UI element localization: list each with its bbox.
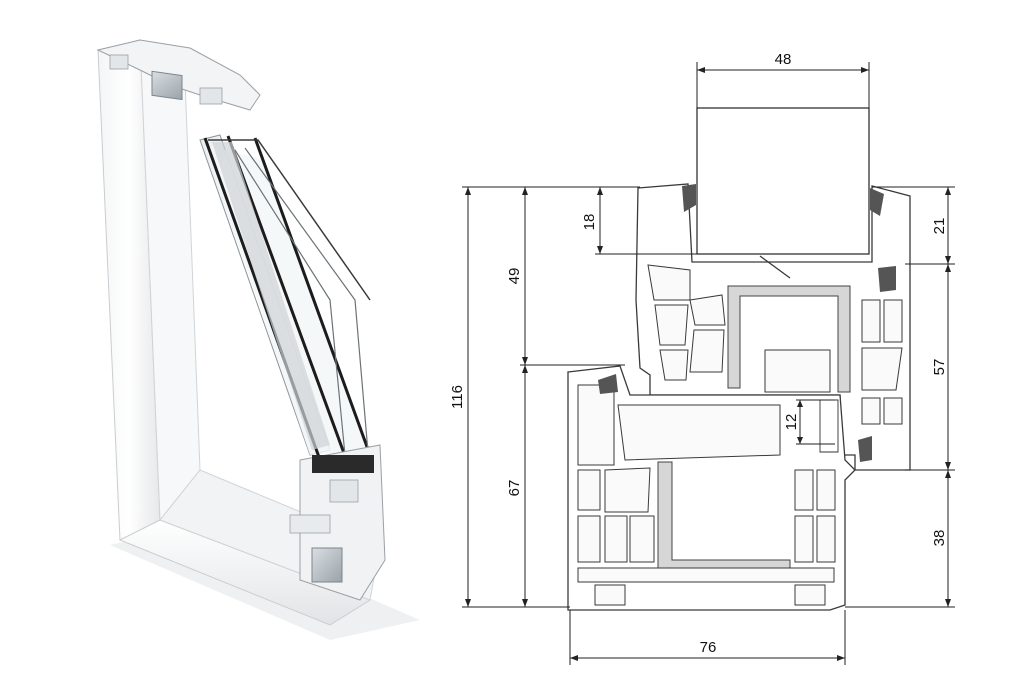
- frame-chamber-8: [794, 469, 814, 511]
- frame-chamber-3: [577, 469, 601, 511]
- frame-chamber-6: [604, 515, 628, 563]
- chamber-bottom-1: [329, 479, 359, 503]
- dim-label-18: 18: [581, 214, 598, 231]
- dim-label-57: 57: [931, 359, 948, 376]
- cross-section-drawing: 48 116 49 67 18: [449, 51, 955, 665]
- steel-insert-bottom: [311, 547, 343, 583]
- frame-chamber-7: [629, 515, 655, 563]
- sash-chamber-4: [689, 329, 725, 373]
- frame-chamber-5: [577, 515, 601, 563]
- dim-label-48: 48: [775, 51, 792, 68]
- chamber-bottom-2: [289, 514, 331, 534]
- dim-57: 57: [905, 264, 955, 471]
- sash-chamber-7: [861, 299, 881, 343]
- glass-edge-3: [253, 137, 372, 456]
- dim-49: 49: [506, 187, 625, 366]
- sash-chamber-8: [883, 299, 903, 343]
- dim-21: 21: [872, 186, 955, 265]
- sash-chamber-3: [689, 294, 726, 326]
- dim-label-116: 116: [449, 385, 466, 409]
- dim-38: 38: [845, 470, 955, 608]
- dim-label-49: 49: [506, 268, 523, 285]
- dim-76: 76: [569, 610, 846, 665]
- dim-18: 18: [581, 187, 697, 255]
- chamber-top-1: [109, 54, 129, 70]
- frame-chamber-10: [794, 515, 814, 563]
- steel-insert-top: [151, 70, 183, 101]
- frame-chamber-12: [577, 567, 835, 583]
- frame-foot-2: [794, 584, 826, 606]
- sash-chamber-5: [659, 349, 689, 381]
- chamber-top-2: [199, 87, 223, 105]
- sash-chamber-11: [883, 397, 903, 425]
- gasket-5: [878, 266, 896, 292]
- sash-chamber-9: [861, 347, 903, 391]
- sash-profile: [635, 183, 911, 471]
- dim-label-38: 38: [931, 530, 948, 547]
- dim-116: 116: [449, 186, 640, 608]
- sash-chamber-10: [861, 397, 881, 425]
- frame-chamber-1: [577, 384, 615, 466]
- sash-chamber-1: [647, 264, 691, 301]
- spacer-bar: [212, 142, 330, 450]
- dim-label-67: 67: [506, 480, 523, 497]
- dim-67: 67: [506, 365, 528, 607]
- sash-chamber-6: [764, 349, 831, 393]
- dim-label-21: 21: [931, 218, 948, 235]
- dim-label-12: 12: [783, 414, 800, 431]
- dim-48: 48: [696, 51, 870, 108]
- dim-12: 12: [783, 399, 835, 445]
- sash-chamber-2: [654, 304, 689, 346]
- glazing-line: [759, 255, 791, 279]
- frame-chamber-4: [604, 467, 651, 513]
- glass-bead: [312, 455, 374, 473]
- glass-edge-6: [234, 149, 346, 456]
- gasket-4: [858, 436, 872, 462]
- window-corner-render: [96, 38, 420, 640]
- sash-steel: [727, 285, 851, 393]
- frame-chamber-2: [617, 404, 781, 461]
- dim-label-76: 76: [700, 639, 717, 656]
- gasket-2: [870, 188, 884, 216]
- glass-edge-4: [208, 139, 371, 301]
- gasket-3: [598, 374, 618, 394]
- frame-chamber-11: [816, 515, 836, 563]
- glass-unit: [696, 107, 870, 255]
- gasket-1: [682, 184, 696, 212]
- frame-foot-1: [594, 584, 626, 606]
- frame-chamber-9: [816, 469, 836, 511]
- glass-edge-5: [244, 147, 369, 453]
